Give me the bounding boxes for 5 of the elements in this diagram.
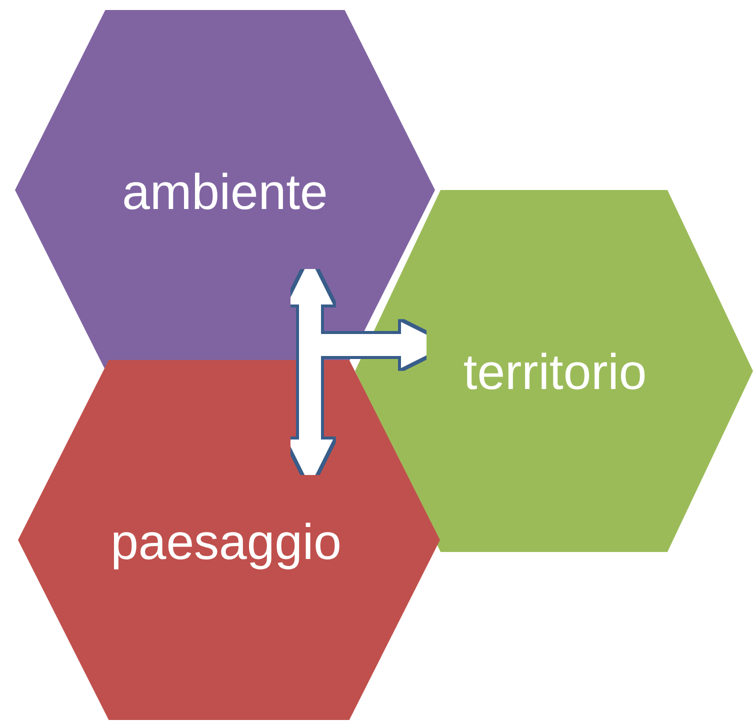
- double-arrow: [287, 258, 333, 486]
- arrow: [318, 322, 447, 368]
- hexagon-label: ambiente: [122, 167, 328, 217]
- hexagon-label: territorio: [463, 347, 647, 397]
- hexagon-label: paesaggio: [110, 517, 342, 567]
